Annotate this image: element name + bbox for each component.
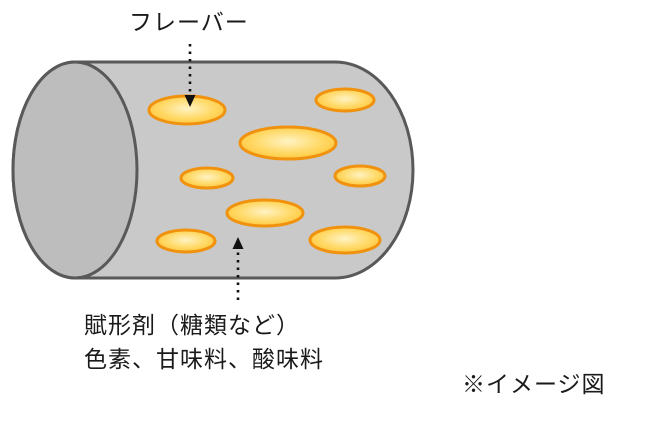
excipient-label-line1: 賦形剤（糖類など）: [84, 312, 300, 338]
flavor-spot-6: [225, 198, 305, 228]
image-note-label: ※イメージ図: [462, 371, 606, 397]
cylinder-end-face: [11, 60, 139, 280]
flavor-spot-8: [308, 225, 382, 255]
excipient-arrow-head-icon: [232, 237, 244, 249]
excipient-label-line2: 色素、甘味料、酸味料: [84, 346, 324, 372]
flavor-spot-4: [179, 166, 235, 190]
flavor-spot-3: [238, 125, 338, 161]
flavor-spot-7: [155, 228, 217, 254]
flavor-spot-2: [314, 87, 376, 113]
flavor-label: フレーバー: [129, 9, 249, 35]
flavor-spot-5: [333, 164, 387, 188]
flavor-arrow-head-icon: [184, 95, 196, 107]
